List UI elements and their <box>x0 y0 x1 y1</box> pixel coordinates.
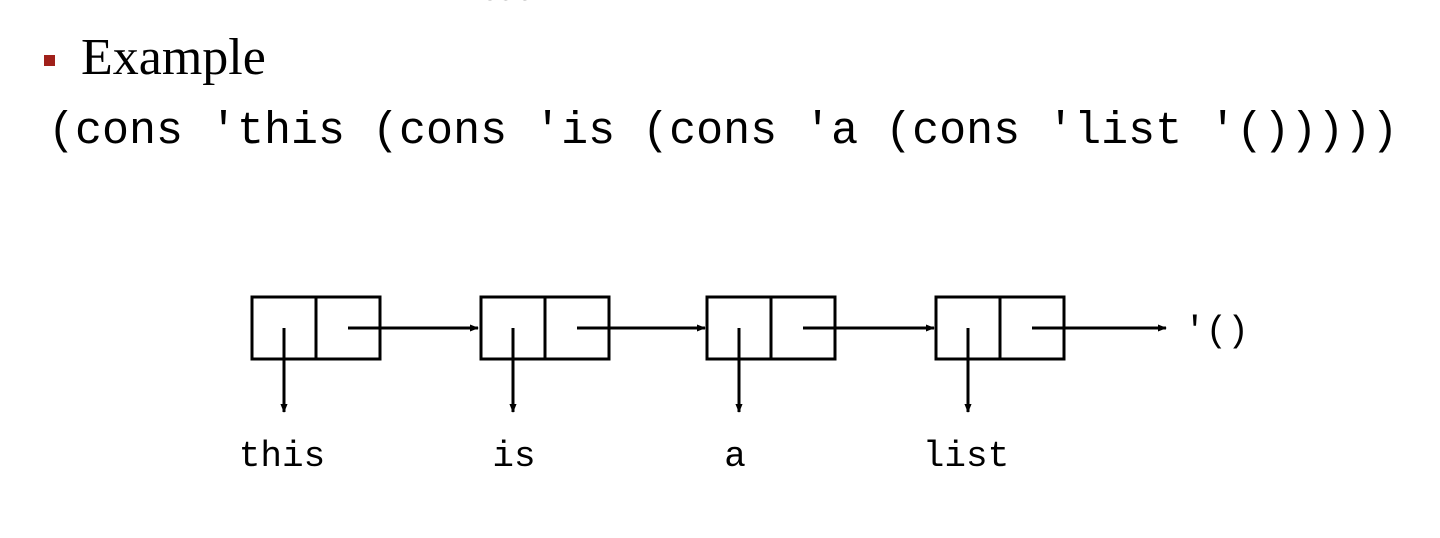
node-label-3: a <box>724 436 746 477</box>
node-label-4: list <box>923 436 1009 477</box>
bullet-text: Example <box>81 29 266 86</box>
cons-cell-2: is <box>479 295 706 477</box>
node-label-2: is <box>492 436 535 477</box>
cons-cell-1: this <box>239 295 479 477</box>
empty-list-terminal: '() <box>1184 311 1249 352</box>
cons-cell-3: a <box>705 295 935 477</box>
node-label-1: this <box>239 436 325 477</box>
cons-cell-4: list <box>923 295 1167 477</box>
cons-code-expression: (cons 'this (cons 'is (cons 'a (cons 'li… <box>48 106 1399 157</box>
clipped-heading-fragment: head <box>463 0 535 8</box>
bullet-square-icon <box>44 54 55 66</box>
bullet-example: Example <box>44 28 266 88</box>
